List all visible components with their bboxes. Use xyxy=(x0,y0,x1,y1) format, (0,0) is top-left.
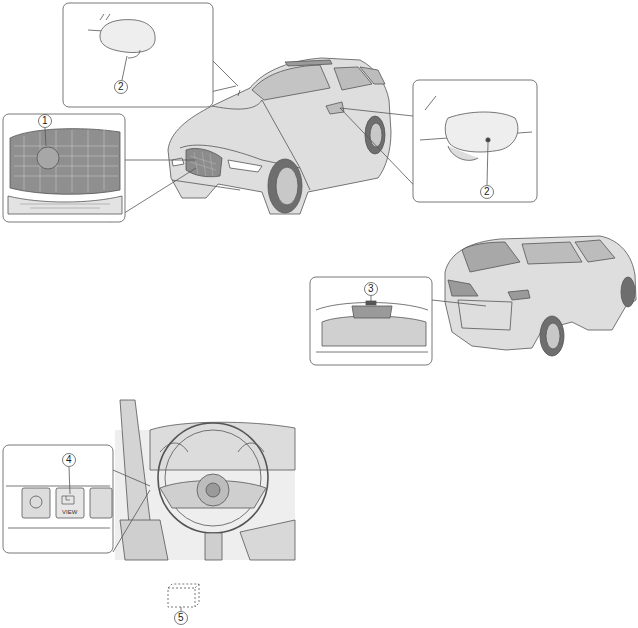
dashboard xyxy=(115,400,295,560)
callout-number: 2 xyxy=(118,82,124,92)
mirror-inset-right xyxy=(340,80,537,202)
rear-car xyxy=(445,236,636,356)
callout-number: 3 xyxy=(368,284,374,294)
switch-inset xyxy=(3,445,150,553)
mirror-inset-left xyxy=(63,3,238,107)
callout-number: 5 xyxy=(178,613,184,623)
callout-number: 2 xyxy=(484,187,490,197)
grille-inset xyxy=(3,114,196,222)
rear-camera-inset xyxy=(310,277,486,365)
callout-number: 1 xyxy=(42,116,48,126)
switch-text: VIEW xyxy=(62,509,77,515)
callout-number: 4 xyxy=(66,455,72,465)
control-module xyxy=(168,584,199,625)
